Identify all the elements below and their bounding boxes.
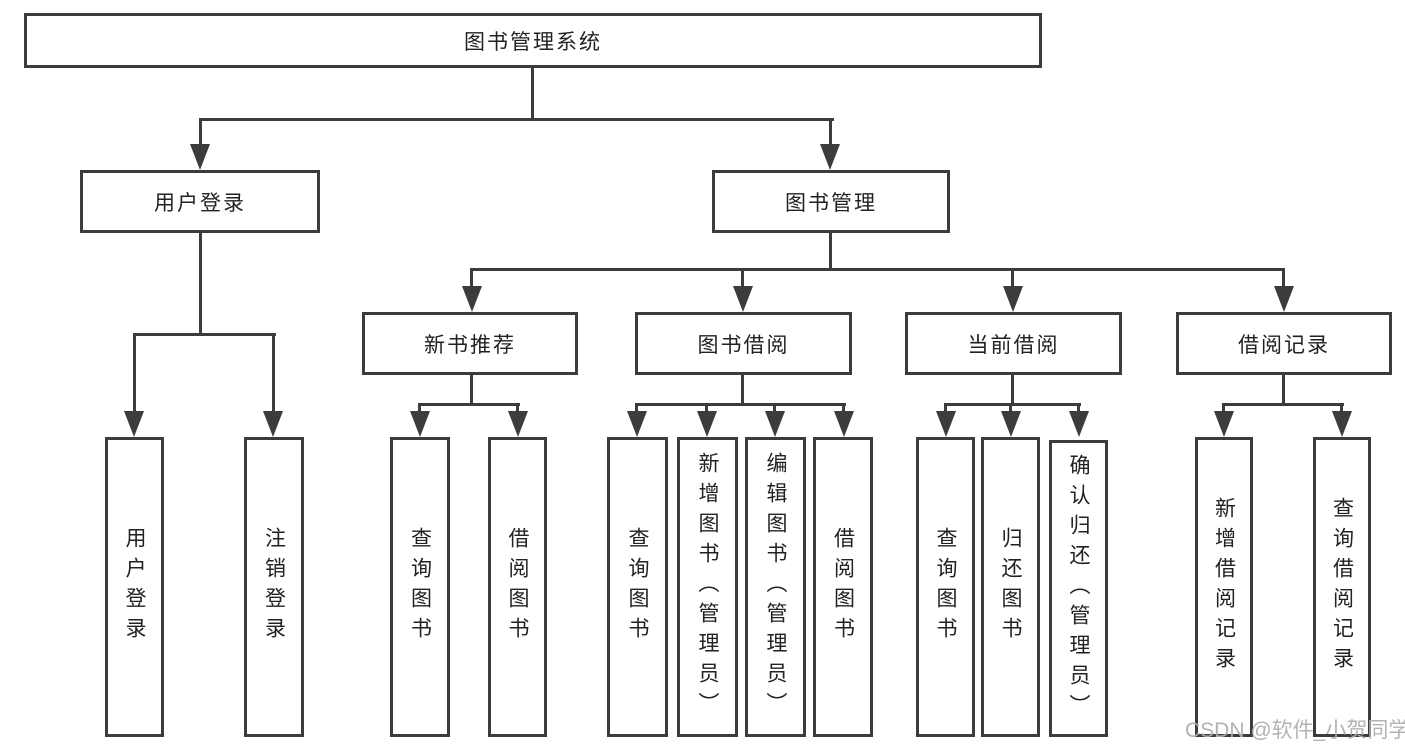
node-query-borrow-record: 查询借阅记录 (1313, 437, 1371, 737)
csdn-watermark: CSDN @软件_小贺同学 (1185, 719, 1405, 742)
connector-stub (705, 403, 708, 412)
connector-level3-horizontal (470, 268, 1285, 271)
arrow-down-icon (462, 286, 482, 312)
arrow-down-icon (1003, 286, 1023, 312)
connector-stub (418, 403, 421, 412)
node-label: 图书管理 (785, 191, 877, 215)
arrow-down-icon (733, 286, 753, 312)
arrow-down-icon (410, 411, 430, 437)
arrow-down-icon (1001, 411, 1021, 437)
connector-book-management-down (829, 231, 832, 270)
connector-stub (842, 403, 845, 412)
connector-stub (635, 403, 638, 412)
connector-group2-down (470, 373, 473, 406)
connector-logout-stub (272, 333, 275, 412)
connector-new-book-stub (470, 268, 473, 286)
arrow-down-icon (820, 144, 840, 170)
node-new-book-recommend: 新书推荐 (362, 312, 578, 375)
node-label: 新书推荐 (424, 333, 516, 357)
connector-stub (1222, 403, 1225, 412)
connector-user-login-stub (199, 118, 202, 146)
arrow-down-icon (936, 411, 956, 437)
node-label: 查询图书 (626, 527, 649, 647)
node-edit-books-admin: 编辑图书（管理员） (745, 437, 806, 737)
node-book-management: 图书管理 (712, 170, 950, 233)
node-add-borrow-record: 新增借阅记录 (1195, 437, 1253, 737)
node-label: 归还图书 (999, 527, 1022, 647)
connector-user-login-down (199, 231, 202, 335)
arrow-down-icon (1332, 411, 1352, 437)
connector-group3-horizontal (635, 403, 846, 406)
node-label: 查询图书 (408, 527, 432, 647)
node-current-borrow: 当前借阅 (905, 312, 1122, 375)
node-add-books-admin: 新增图书（管理员） (677, 437, 738, 737)
connector-group1-horizontal (133, 333, 276, 336)
arrow-down-icon (124, 411, 144, 437)
node-label: 当前借阅 (967, 333, 1060, 357)
connector-group5-horizontal (1222, 403, 1344, 406)
arrow-down-icon (697, 411, 717, 437)
node-library-management-system: 图书管理系统 (24, 13, 1042, 68)
node-login: 用户登录 (105, 437, 164, 737)
arrow-down-icon (834, 411, 854, 437)
node-label: 注销登录 (262, 527, 286, 647)
connector-stub (516, 403, 519, 412)
node-label: 查询图书 (934, 527, 957, 647)
connector-stub (1340, 403, 1343, 412)
connector-book-management-stub (829, 118, 832, 146)
node-book-borrow: 图书借阅 (635, 312, 852, 375)
node-label: 新增借阅记录 (1212, 497, 1236, 677)
arrow-down-icon (1274, 286, 1294, 312)
connector-stub (944, 403, 947, 412)
arrow-down-icon (508, 411, 528, 437)
arrow-down-icon (263, 411, 283, 437)
node-label: 确认归还（管理员） (1067, 453, 1090, 724)
arrow-down-icon (765, 411, 785, 437)
node-rec-borrow-books: 借阅图书 (488, 437, 547, 737)
node-borrow-books: 借阅图书 (813, 437, 873, 737)
node-logout: 注销登录 (244, 437, 304, 737)
connector-login-stub (133, 333, 136, 412)
node-label: 用户登录 (123, 527, 146, 647)
connector-current-borrow-stub (1011, 268, 1014, 286)
connector-group5-down (1282, 373, 1285, 406)
node-label: 借阅图书 (831, 527, 855, 647)
connector-book-borrow-stub (741, 268, 744, 286)
node-label: 编辑图书（管理员） (764, 452, 787, 722)
node-label: 借阅记录 (1238, 333, 1330, 357)
connector-level2-horizontal (199, 118, 834, 121)
connector-group4-horizontal (944, 403, 1081, 406)
node-label: 图书借阅 (697, 333, 790, 357)
node-borrow-query-books: 查询图书 (607, 437, 668, 737)
node-user-login: 用户登录 (80, 170, 320, 233)
connector-borrow-records-stub (1282, 268, 1285, 286)
node-borrow-records: 借阅记录 (1176, 312, 1392, 375)
connector-group3-down (741, 373, 744, 406)
arrow-down-icon (190, 144, 210, 170)
node-current-query-books: 查询图书 (916, 437, 975, 737)
node-label: 借阅图书 (506, 527, 529, 647)
connector-stub (773, 403, 776, 412)
node-label: 用户登录 (154, 191, 246, 215)
connector-stub (1077, 403, 1080, 412)
node-rec-query-books: 查询图书 (390, 437, 450, 737)
arrow-down-icon (1069, 411, 1089, 437)
node-label: 新增图书（管理员） (696, 452, 719, 722)
connector-group2-horizontal (419, 403, 520, 406)
connector-stub (1009, 403, 1012, 412)
connector-root-stub (531, 66, 534, 121)
node-return-books: 归还图书 (981, 437, 1040, 737)
arrow-down-icon (1214, 411, 1234, 437)
arrow-down-icon (627, 411, 647, 437)
node-label: 图书管理系统 (464, 30, 602, 54)
node-confirm-return-admin: 确认归还（管理员） (1049, 440, 1108, 737)
node-label: 查询借阅记录 (1330, 497, 1354, 677)
connector-group4-down (1011, 373, 1014, 406)
